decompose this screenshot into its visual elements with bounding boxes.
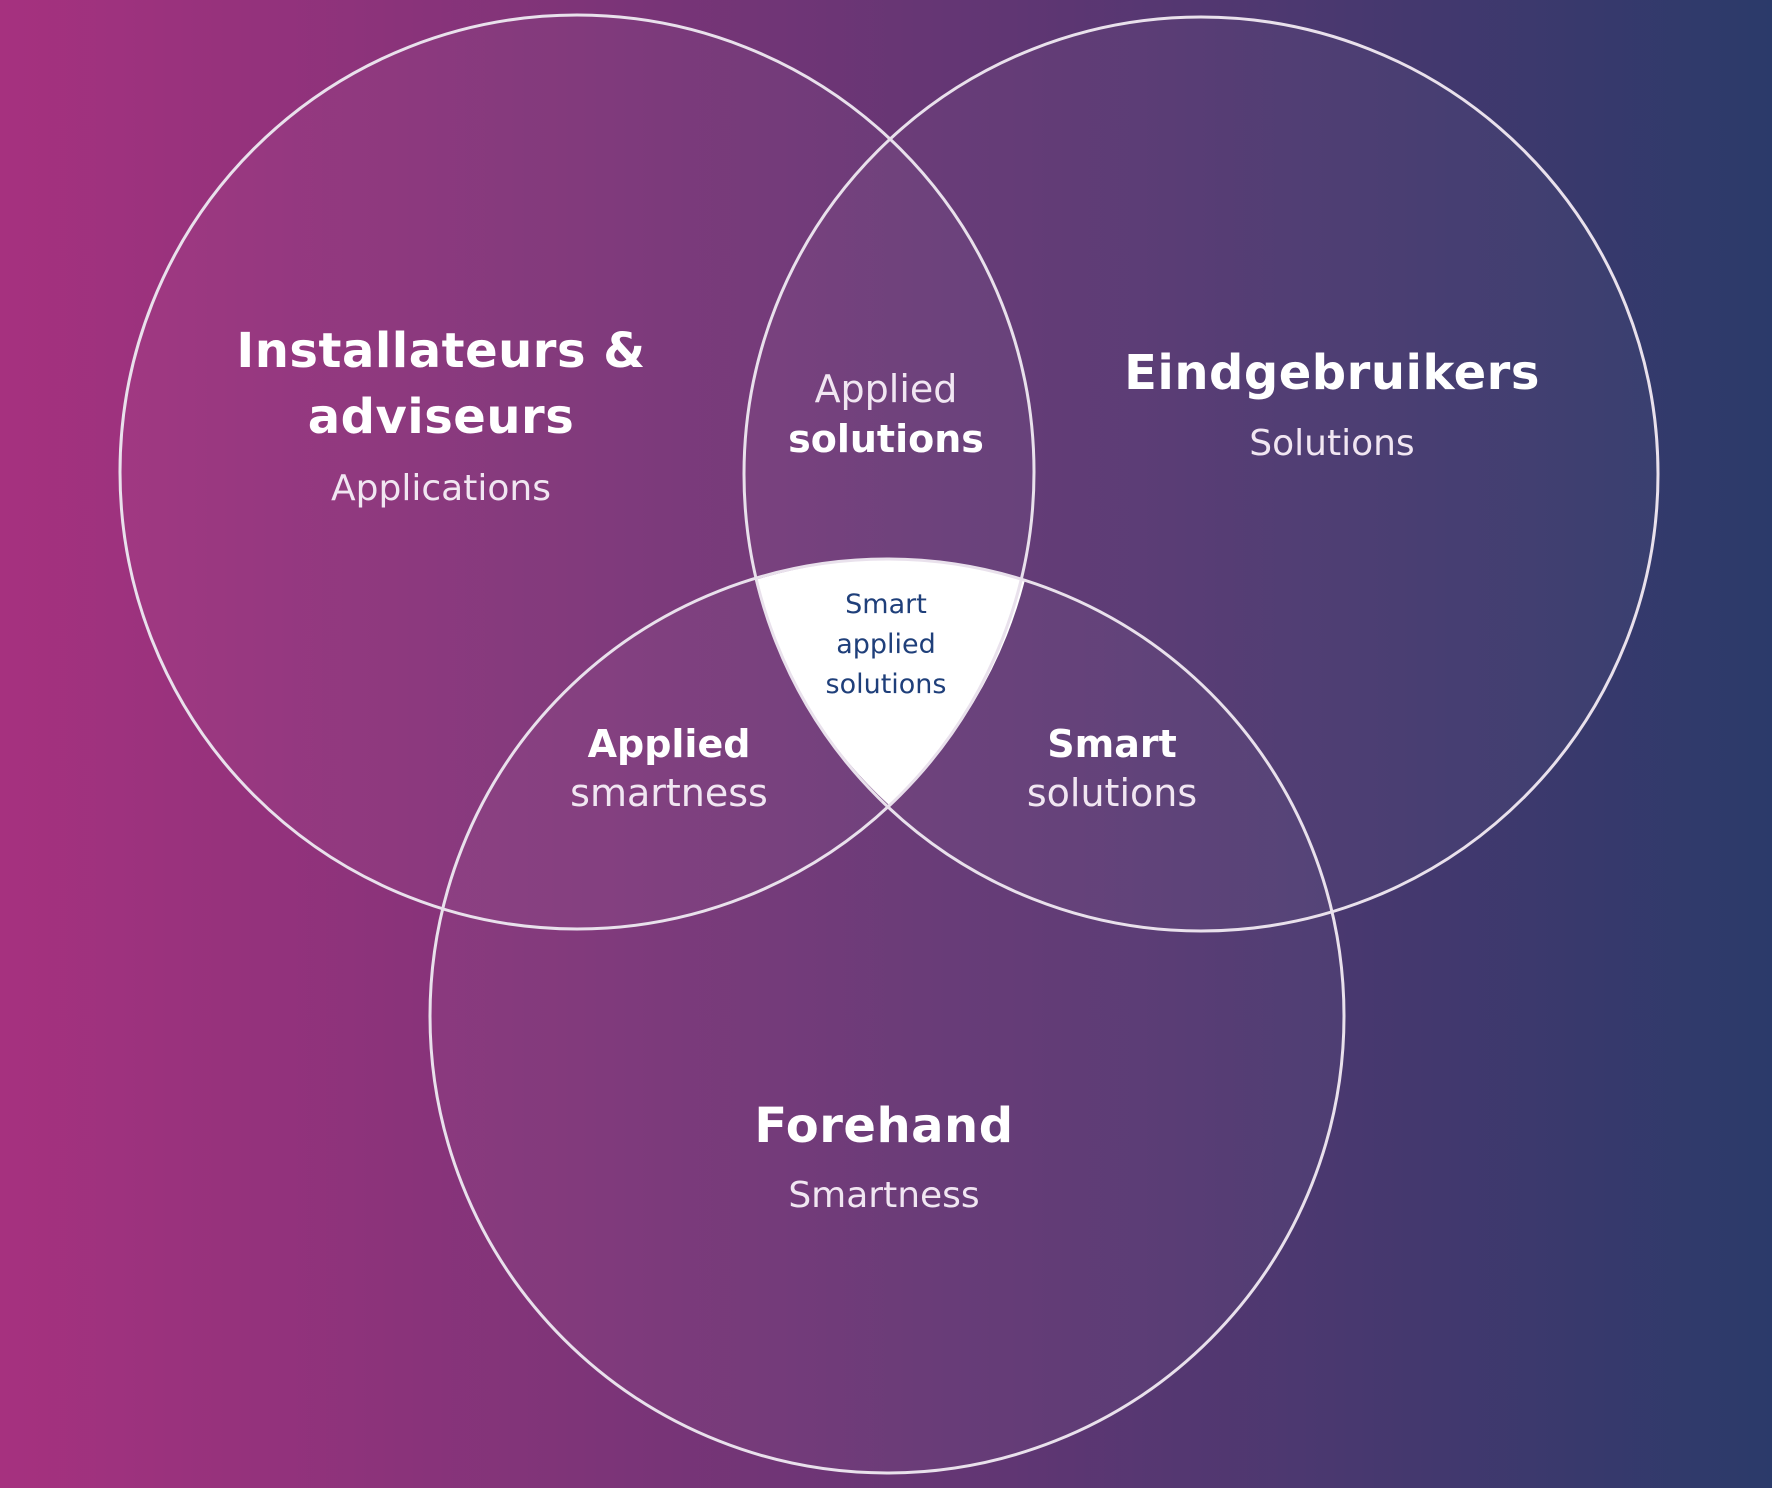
installateurs-title-line2: adviseurs bbox=[308, 389, 575, 445]
applied-solutions-line1: Applied bbox=[815, 367, 958, 411]
circle-installateurs bbox=[118, 13, 1036, 931]
circle-eindgebruikers bbox=[742, 15, 1660, 933]
applied-smartness-line2: smartness bbox=[570, 771, 768, 815]
circle-forehand bbox=[428, 557, 1346, 1475]
installateurs-subtitle: Applications bbox=[331, 468, 551, 509]
eindgebruikers-subtitle: Solutions bbox=[1249, 423, 1414, 464]
applied-smartness-line1: Applied bbox=[588, 722, 751, 766]
center-line1: Smart bbox=[845, 589, 927, 620]
smart-solutions-line1: Smart bbox=[1047, 722, 1177, 766]
installateurs-title-line1: Installateurs & bbox=[236, 323, 645, 379]
center-line2: applied bbox=[836, 629, 936, 660]
applied-solutions-line2: solutions bbox=[788, 417, 984, 461]
center-intersection bbox=[755, 559, 1025, 805]
eindgebruikers-title: Eindgebruikers bbox=[1124, 345, 1540, 401]
smart-solutions-line2: solutions bbox=[1027, 771, 1197, 815]
forehand-title: Forehand bbox=[754, 1098, 1013, 1154]
center-line3: solutions bbox=[826, 669, 947, 700]
forehand-subtitle: Smartness bbox=[788, 1175, 979, 1216]
